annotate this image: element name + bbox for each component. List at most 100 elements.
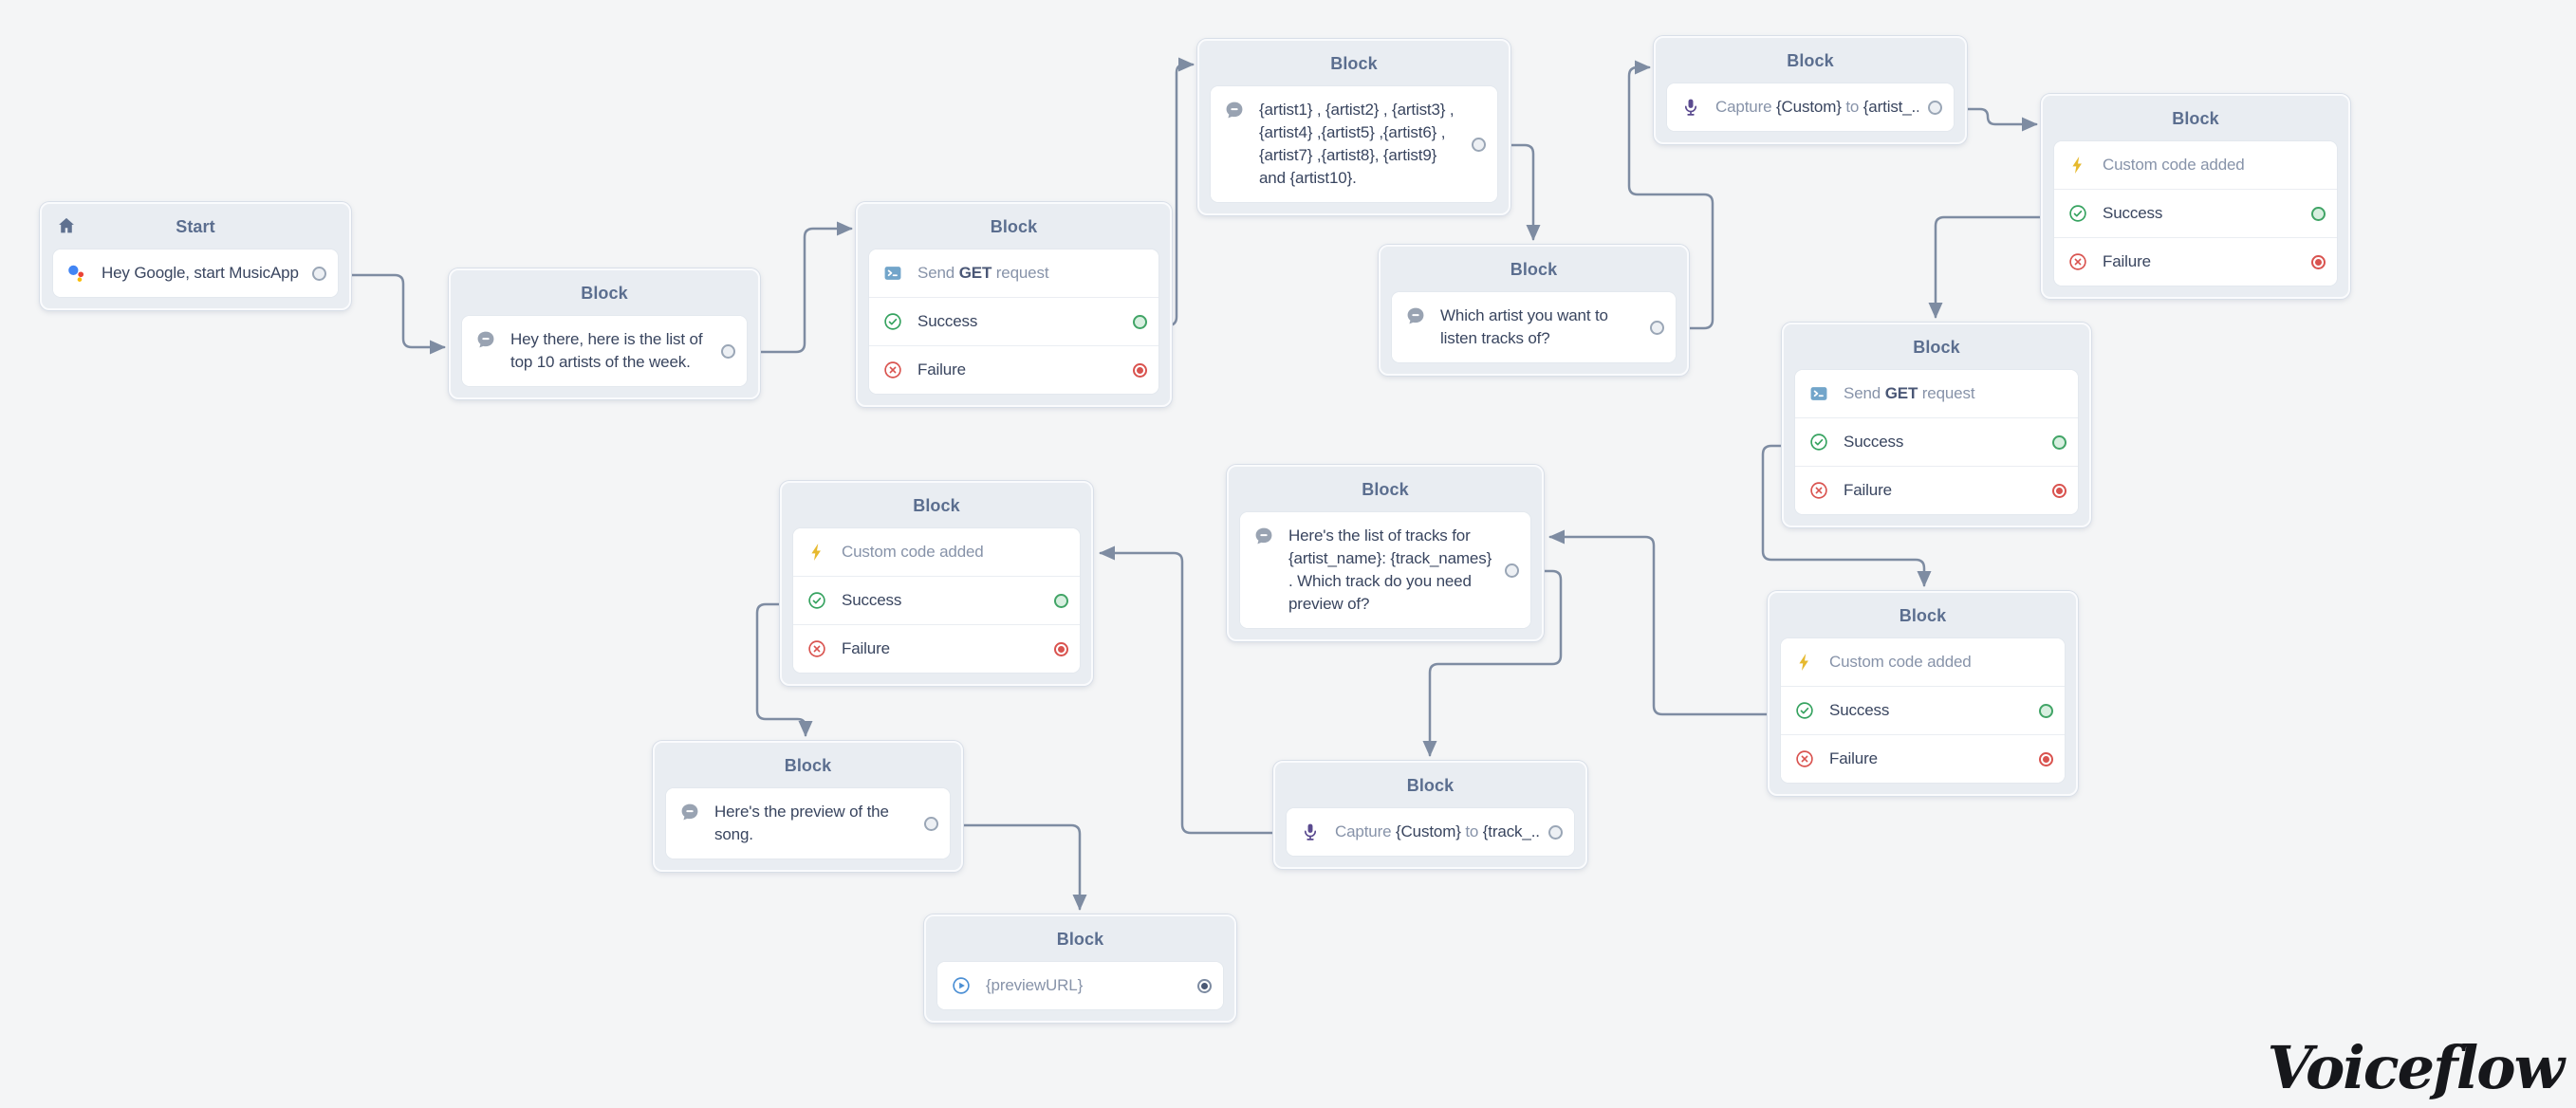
block-header[interactable]: Start: [42, 204, 349, 249]
out-port[interactable]: [924, 816, 938, 831]
out-port[interactable]: [2039, 751, 2053, 766]
text-segment: {track_...: [1482, 822, 1539, 840]
connector-get-artist-tracks-success-to-code-parse-tracks[interactable]: [1761, 444, 1932, 587]
text-segment: to: [1460, 822, 1483, 840]
connector-code-parse-tracks-success-to-speak-tracks[interactable]: [1548, 529, 1781, 716]
step-row[interactable]: Hey Google, start MusicApp: [53, 249, 338, 297]
step-row[interactable]: Hey there, here is the list of top 10 ar…: [462, 316, 747, 386]
speak-icon: [1405, 305, 1428, 327]
step-row[interactable]: Custom code added: [793, 528, 1080, 576]
out-port[interactable]: [2052, 483, 2066, 498]
block-header[interactable]: Block: [782, 483, 1091, 528]
step-row[interactable]: Success: [869, 297, 1158, 345]
out-port[interactable]: [312, 266, 326, 281]
block-header[interactable]: Block: [451, 270, 758, 316]
connector-ask-artist-to-capture-artist[interactable]: [1627, 60, 1714, 330]
step-row[interactable]: Capture {Custom} to {artist_...: [1667, 83, 1954, 131]
step-row[interactable]: Success: [793, 576, 1080, 624]
connector-speak-artists-to-ask-artist[interactable]: [1486, 143, 1541, 241]
step-row[interactable]: {previewURL}: [937, 962, 1223, 1009]
step-text: Success: [842, 589, 1045, 612]
text-segment: Here's the list of tracks for {artist_na…: [1288, 526, 1492, 613]
step-row[interactable]: Failure: [869, 345, 1158, 394]
block-header[interactable]: Block: [1381, 247, 1687, 292]
block-audio-preview[interactable]: Block{previewURL}: [924, 914, 1236, 1023]
step-row[interactable]: Success: [2054, 189, 2337, 237]
out-port[interactable]: [1505, 563, 1519, 578]
step-row[interactable]: Here's the list of tracks for {artist_na…: [1240, 512, 1530, 628]
block-header[interactable]: Block: [1199, 41, 1509, 86]
out-port[interactable]: [1197, 978, 1212, 993]
connector-code-preview-success-to-speak-preview[interactable]: [755, 602, 813, 737]
out-port[interactable]: [1133, 314, 1147, 329]
block-header[interactable]: Block: [858, 204, 1170, 249]
out-port[interactable]: [1054, 641, 1068, 656]
step-row[interactable]: Custom code added: [1781, 638, 2065, 686]
connector-code-parse-artists-success-to-get-artist-tracks[interactable]: [1928, 215, 2054, 319]
step-row[interactable]: Custom code added: [2054, 141, 2337, 189]
connector-speak-tracks-to-capture-track[interactable]: [1422, 569, 1563, 757]
block-title: Block: [1362, 479, 1409, 499]
block-header[interactable]: Block: [655, 743, 961, 788]
step-row[interactable]: Which artist you want to listen tracks o…: [1392, 292, 1676, 362]
x-circle-icon: [882, 359, 905, 381]
connector-start-to-speak-top10[interactable]: [326, 273, 446, 355]
step-row[interactable]: {artist1} , {artist2} , {artist3} , {art…: [1211, 86, 1497, 202]
out-port[interactable]: [2052, 434, 2066, 450]
step-row[interactable]: Here's the preview of the song.: [666, 788, 950, 859]
block-header[interactable]: Block: [1770, 593, 2076, 638]
block-title: Block: [1330, 53, 1378, 73]
block-header[interactable]: Block: [2043, 96, 2348, 141]
block-speak-artists[interactable]: Block {artist1} , {artist2} , {artist3} ,…: [1197, 39, 1510, 215]
step-row[interactable]: Success: [1795, 417, 2078, 466]
step-text: Failure: [1844, 479, 2043, 502]
block-header[interactable]: Block: [1275, 763, 1585, 808]
out-port[interactable]: [721, 343, 735, 359]
connector-capture-artist-to-code-parse-artists[interactable]: [1941, 107, 2038, 132]
out-port[interactable]: [1133, 362, 1147, 378]
out-port[interactable]: [1548, 824, 1563, 840]
out-port[interactable]: [2039, 703, 2053, 718]
step-row[interactable]: Success: [1781, 686, 2065, 734]
step-row[interactable]: Failure: [793, 624, 1080, 673]
step-row[interactable]: Capture {Custom} to {track_...: [1287, 808, 1574, 856]
block-header[interactable]: Block: [1784, 324, 2089, 370]
step-row[interactable]: Send GET request: [869, 249, 1158, 297]
step-row[interactable]: Failure: [2054, 237, 2337, 286]
connector-speak-top10-to-get-top-artists[interactable]: [738, 221, 853, 354]
step-text: Custom code added: [842, 541, 1068, 563]
block-header[interactable]: Block: [1656, 38, 1965, 83]
connector-speak-preview-to-audio-preview[interactable]: [941, 823, 1087, 911]
text-segment: Here's the preview of the song.: [714, 803, 889, 843]
block-card: Hey Google, start MusicApp: [53, 249, 338, 297]
block-header[interactable]: Block: [926, 916, 1234, 962]
out-port[interactable]: [1650, 320, 1664, 335]
out-port[interactable]: [2311, 254, 2326, 269]
check-circle-icon: [1794, 699, 1817, 722]
out-port[interactable]: [1472, 137, 1486, 152]
step-row[interactable]: Failure: [1795, 466, 2078, 514]
speak-icon: [679, 801, 702, 823]
connector-capture-track-to-code-preview[interactable]: [1099, 545, 1286, 835]
text-segment: to: [1841, 98, 1863, 116]
out-port[interactable]: [1928, 100, 1942, 115]
step-row[interactable]: Send GET request: [1795, 370, 2078, 417]
out-port[interactable]: [1054, 593, 1068, 608]
block-header[interactable]: Block: [1229, 467, 1542, 512]
out-port[interactable]: [2311, 206, 2326, 221]
step-row[interactable]: Failure: [1781, 734, 2065, 783]
